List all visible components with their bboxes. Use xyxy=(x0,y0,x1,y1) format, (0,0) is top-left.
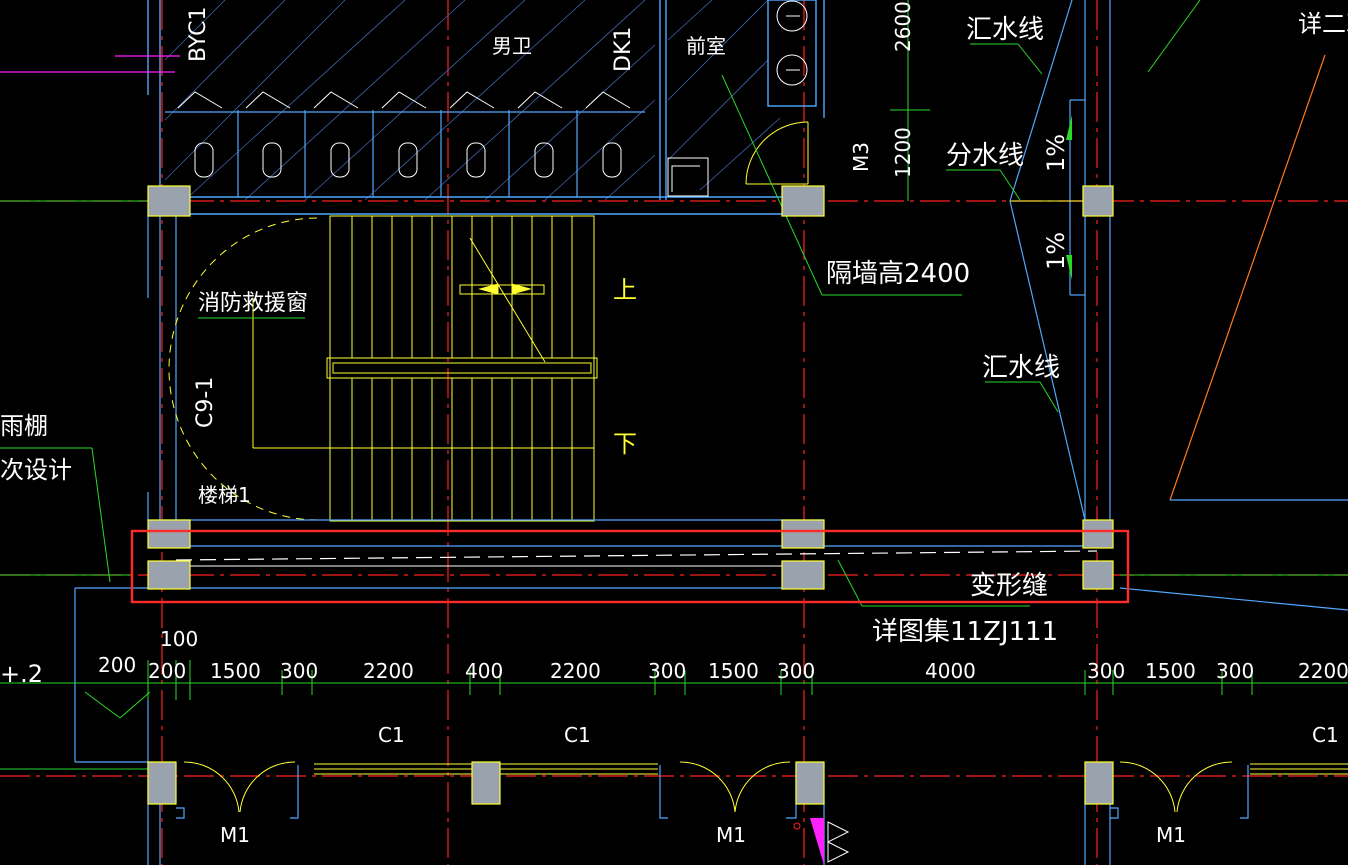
structural-columns xyxy=(147,185,1114,805)
label-window-c9-1: C9-1 xyxy=(193,377,218,428)
label-divide-line: 分水线 xyxy=(946,141,1024,171)
dim-value: 400 xyxy=(465,659,503,683)
column xyxy=(781,560,825,590)
expansion-joint-zone xyxy=(74,519,1348,763)
roof-drainage xyxy=(1009,0,1348,521)
column xyxy=(1082,519,1114,549)
label-detail-reference: 详图集11ZJ111 xyxy=(872,617,1058,647)
dim-value: 300 xyxy=(1087,659,1125,683)
dim-value: 300 xyxy=(648,659,686,683)
label-stair-up: 上 xyxy=(613,276,637,304)
column xyxy=(147,519,191,549)
dim-value: 300 xyxy=(777,659,815,683)
label-slope-2: 1% xyxy=(1042,232,1070,270)
label-canopy: 雨棚 xyxy=(0,412,48,440)
label-expansion-joint: 变形缝 xyxy=(970,571,1048,601)
column xyxy=(1084,761,1114,805)
label-window-c1: C1 xyxy=(564,723,591,747)
dim-1200: 1200 xyxy=(891,127,915,178)
label-m3: M3 xyxy=(849,142,873,172)
dim-value: 1500 xyxy=(1145,659,1196,683)
dim-value: 1500 xyxy=(708,659,759,683)
dim-value: 4000 xyxy=(925,659,976,683)
label-dk1: DK1 xyxy=(611,27,636,72)
staircase xyxy=(147,214,598,522)
lower-facade xyxy=(147,700,1348,865)
label-window-c1: C1 xyxy=(1312,723,1339,747)
label-door-m1: M1 xyxy=(716,823,746,847)
toilet-block xyxy=(147,0,825,215)
column xyxy=(1082,560,1114,590)
label-byc1: BYC1 xyxy=(186,7,211,62)
column xyxy=(795,761,825,805)
column xyxy=(471,761,501,805)
label-partition-height: 隔墙高2400 xyxy=(826,259,970,289)
label-canopy-design: 次设计 xyxy=(0,456,72,484)
magenta-line xyxy=(0,55,180,73)
column xyxy=(147,560,191,590)
dim-value: 300 xyxy=(280,659,318,683)
label-drain-line-1: 汇水线 xyxy=(966,15,1044,45)
dim-value: 1500 xyxy=(210,659,261,683)
grid-guides xyxy=(0,200,1348,770)
column xyxy=(781,519,825,549)
column xyxy=(147,761,177,805)
column xyxy=(781,185,825,217)
label-door-m1: M1 xyxy=(1156,823,1186,847)
column xyxy=(147,185,191,217)
dimension-line xyxy=(0,660,1348,700)
label-window-c1: C1 xyxy=(378,723,405,747)
label-detail-top: 详二次 xyxy=(1298,10,1348,38)
dim-value: 200 xyxy=(148,659,186,683)
label-slope-1: 1% xyxy=(1042,134,1070,172)
dim-value: 2200 xyxy=(363,659,414,683)
leader-lines xyxy=(0,0,1059,719)
room-label-anteroom: 前室 xyxy=(686,34,726,58)
label-drain-line-2: 汇水线 xyxy=(982,353,1060,383)
label-stair-down: 下 xyxy=(613,430,637,458)
column xyxy=(1082,185,1114,217)
room-label-mens-toilet: 男卫 xyxy=(492,34,532,58)
dim-2600: 2600 xyxy=(891,1,915,52)
label-stair-name: 楼梯1 xyxy=(198,483,251,507)
label-elevation: +.2 xyxy=(0,660,43,688)
label-rescue-window: 消防救援窗 xyxy=(198,291,308,316)
highlight-box xyxy=(130,529,1130,604)
dim-value: 2200 xyxy=(550,659,601,683)
label-door-m1: M1 xyxy=(220,823,250,847)
dim-100: 100 xyxy=(160,627,198,651)
dim-value: 2200 xyxy=(1298,659,1348,683)
dim-value: 300 xyxy=(1216,659,1254,683)
dim-200-left: 200 xyxy=(98,653,136,677)
